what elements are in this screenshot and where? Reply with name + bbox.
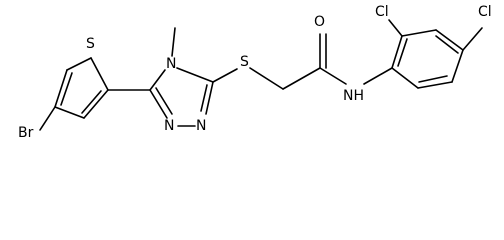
atom-cl-ortho: Cl [375,4,389,20]
atom-s-thiophene: S [86,36,95,52]
bond-triazole-2 [176,67,214,83]
bond-benzene-5-double [418,75,448,83]
bond-c-cl-ortho [388,19,403,37]
bond-br-c [39,106,56,131]
bond-s-ch2 [249,67,284,90]
bond-benzene-5 [417,81,453,89]
bond-benzene-1-double [397,38,408,67]
atom-o-carbonyl: O [314,14,325,30]
bond-triazole-3-double [200,84,208,112]
bond-triazole-s [212,68,238,83]
bond-c-cl-para [462,27,483,51]
atom-labels: Br S N N N S O NH Cl Cl [18,4,492,141]
bond-thiophene-3 [90,57,109,91]
bond-thiophene-5 [54,106,85,119]
atom-n-methyl: N [166,56,176,72]
bond-thiophene-4-double [81,90,102,114]
bond-triazole-3 [205,81,214,115]
atom-n-left: N [164,118,174,134]
bond-benzene-6 [391,67,419,89]
bond-benzene-2 [401,29,437,37]
bond-thiophene-4 [83,89,109,119]
bond-n-methyl [171,27,176,57]
bond-benzene-3 [435,29,464,51]
atom-n-right: N [196,118,206,134]
bond-thiophene-1 [54,69,68,108]
bond-thiophene-2 [66,57,92,71]
bond-benzene-4 [451,49,464,83]
bonds [39,19,483,131]
bond-thiophene-1-double [60,72,73,106]
molecule-structure-diagram: Br S N N N S O NH Cl Cl [18,4,492,141]
bond-nh-aryl [363,67,393,85]
atom-br: Br [18,125,34,141]
bond-triazole-5-double [155,87,173,115]
bond-benzene-1 [391,35,403,69]
bond-triazole-1 [149,69,166,91]
atom-s-thioether: S [240,54,249,70]
atom-nh: NH [343,88,364,104]
bond-co-nh [319,67,347,85]
bond-triazole-5 [149,89,168,119]
bond-ch2-co [282,67,321,90]
atom-cl-para: Cl [478,4,492,20]
bond-benzene-3-double [435,35,459,54]
